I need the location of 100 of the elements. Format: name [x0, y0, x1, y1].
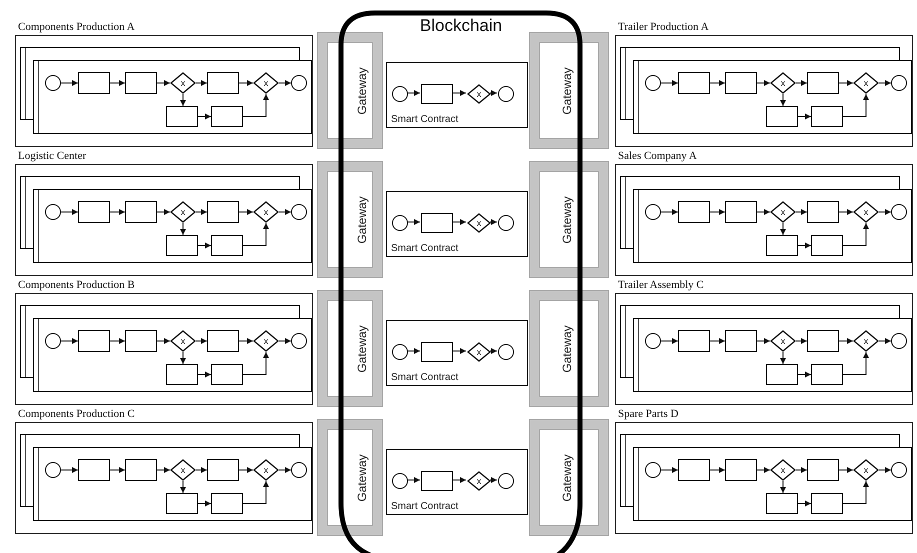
exclusive-gateway: x — [467, 342, 491, 362]
contract-label: Smart Contract — [391, 372, 458, 383]
gateway-frame — [318, 420, 382, 535]
sequence-flow-arrow — [780, 480, 786, 494]
sequence-flow-arrow — [842, 480, 869, 504]
sequence-flow-arrow — [796, 209, 808, 215]
sequence-flow-arrow — [406, 348, 420, 354]
sequence-flow-arrow — [60, 80, 78, 86]
exclusive-gateway: x — [467, 84, 491, 104]
task-box — [207, 330, 239, 352]
task-box — [125, 72, 157, 94]
gateway-frame — [318, 162, 382, 277]
sequence-flow-arrow — [198, 500, 212, 506]
sequence-flow-arrow — [710, 209, 726, 215]
pool-title: Components Production A — [18, 21, 135, 34]
sequence-flow-arrow — [156, 209, 170, 215]
task-box — [78, 459, 110, 481]
task-box — [807, 330, 839, 352]
task-box — [421, 471, 453, 491]
smart-contract-box — [386, 62, 528, 128]
task-box — [811, 493, 843, 514]
smart-contract-box — [386, 449, 528, 515]
event-circle — [392, 344, 408, 360]
sequence-flow-arrow — [238, 80, 254, 86]
task-box — [807, 72, 839, 94]
sequence-flow-arrow — [796, 80, 808, 86]
sequence-flow-arrow — [60, 338, 78, 344]
sequence-flow-arrow — [156, 80, 170, 86]
task-box — [678, 330, 710, 352]
task-box — [725, 459, 757, 481]
sequence-flow-arrow — [278, 209, 292, 215]
task-box — [807, 201, 839, 223]
sequence-flow-arrow — [180, 222, 186, 236]
sequence-flow-arrow — [798, 372, 812, 378]
sequence-flow-arrow — [238, 209, 254, 215]
sequence-flow-arrow — [710, 338, 726, 344]
event-circle — [498, 344, 514, 360]
exclusive-gateway: x — [467, 213, 491, 233]
sequence-flow-arrow — [180, 94, 186, 106]
task-box — [725, 201, 757, 223]
sequence-flow-arrow — [756, 467, 770, 473]
gateway-frame — [530, 162, 608, 277]
sequence-flow-arrow — [838, 467, 854, 473]
task-box — [166, 106, 198, 127]
exclusive-gateway: x — [253, 201, 279, 223]
sequence-flow-arrow — [838, 209, 854, 215]
task-box — [811, 106, 843, 127]
task-box — [807, 459, 839, 481]
sequence-flow-arrow — [238, 467, 254, 473]
sequence-flow-arrow — [278, 80, 292, 86]
exclusive-gateway: x — [170, 201, 196, 223]
exclusive-gateway: x — [770, 459, 796, 481]
smart-contract-box — [386, 320, 528, 386]
gateway-frame — [530, 33, 608, 148]
task-box — [421, 213, 453, 233]
exclusive-gateway: x — [170, 72, 196, 94]
sequence-flow-arrow — [156, 338, 170, 344]
task-box — [166, 235, 198, 256]
exclusive-gateway: x — [170, 330, 196, 352]
gateway-label: Gateway — [355, 454, 369, 502]
blockchain-title: Blockchain — [418, 16, 504, 36]
gateway-label: Gateway — [560, 454, 574, 502]
task-box — [78, 72, 110, 94]
sequence-flow-arrow — [156, 467, 170, 473]
sequence-flow-arrow — [838, 338, 854, 344]
sequence-flow-arrow — [842, 222, 869, 246]
sequence-flow-arrow — [878, 467, 892, 473]
pool-title: Sales Company A — [618, 150, 697, 163]
event-circle — [392, 215, 408, 231]
sequence-flow-arrow — [798, 242, 812, 248]
task-box — [811, 364, 843, 385]
sequence-flow-arrow — [406, 477, 420, 483]
task-box — [211, 364, 243, 385]
pool-title: Logistic Center — [18, 150, 86, 163]
gateway-label: Gateway — [355, 66, 369, 114]
sequence-flow-arrow — [110, 80, 126, 86]
task-box — [125, 201, 157, 223]
gateway-label: Gateway — [355, 196, 369, 244]
sequence-flow-arrow — [278, 467, 292, 473]
exclusive-gateway: x — [253, 459, 279, 481]
gateway-label: Gateway — [355, 324, 369, 372]
sequence-flow-arrow — [490, 477, 498, 483]
contract-label: Smart Contract — [391, 501, 458, 512]
sequence-flow-arrow — [242, 480, 269, 504]
sequence-flow-arrow — [756, 209, 770, 215]
task-box — [207, 201, 239, 223]
sequence-flow-arrow — [406, 219, 420, 225]
sequence-flow-arrow — [756, 338, 770, 344]
gateway-frame — [530, 291, 608, 406]
task-box — [166, 493, 198, 514]
sequence-flow-arrow — [196, 80, 208, 86]
exclusive-gateway: x — [467, 471, 491, 491]
pool-title: Components Production C — [18, 408, 135, 421]
sequence-flow-arrow — [710, 467, 726, 473]
pool-title: Trailer Production A — [618, 21, 709, 34]
gateway-label: Gateway — [560, 196, 574, 244]
contract-label: Smart Contract — [391, 243, 458, 254]
sequence-flow-arrow — [842, 94, 869, 117]
sequence-flow-arrow — [798, 500, 812, 506]
sequence-flow-arrow — [196, 209, 208, 215]
